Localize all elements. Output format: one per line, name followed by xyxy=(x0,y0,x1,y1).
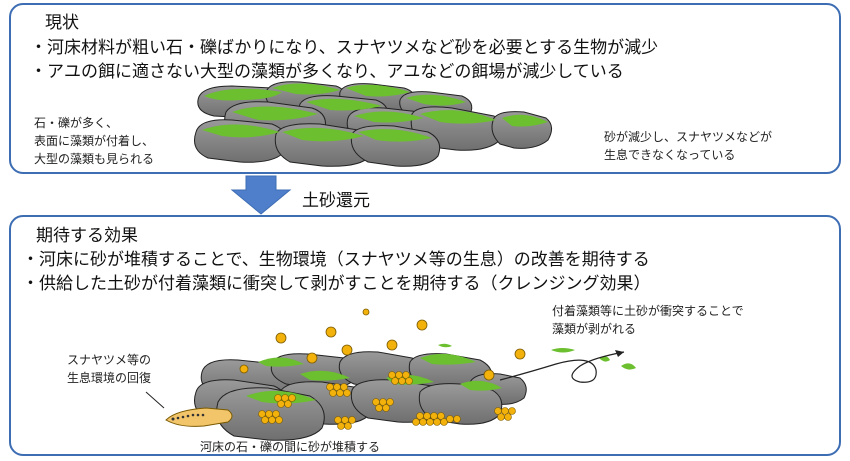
sand-decrease-note-line-1: 砂が減少し、スナヤツメなどが xyxy=(604,130,773,144)
arrow-label: 土砂還元 xyxy=(302,191,370,211)
top-algae xyxy=(202,83,548,142)
cleansing-note-line-1: 付着藻類等に土砂が衝突することで xyxy=(552,304,744,318)
down-arrow-icon xyxy=(230,175,292,215)
current-bullet-1: ・河床材料が粗い石・礫ばかりになり、スナヤツメなど砂を必要とする生物が減少 xyxy=(30,38,659,58)
current-state-heading: 現状 xyxy=(45,13,79,33)
effect-bullet-2: ・供給した土砂が付着藻類に衝突して剥がすことを期待する（クレンジング効果） xyxy=(22,274,651,294)
collision-arrowhead-icon xyxy=(615,350,624,357)
collision-arrow-icon xyxy=(499,351,625,383)
habitat-pointer-line xyxy=(145,391,165,409)
rocks-note-line-3: 大型の藻類も見られる xyxy=(34,152,155,166)
habitat-note-line-2: 生息環境の回復 xyxy=(67,371,152,385)
sand-deposit-note: 河床の石・礫の間に砂が堆積する xyxy=(200,440,381,454)
habitat-note-line-1: スナヤツメ等の xyxy=(67,353,152,367)
rocks-note-line-1: 石・礫が多く、 xyxy=(34,116,119,130)
rocks-note: 石・礫が多く、 表面に藻類が付着し、 大型の藻類も見られる xyxy=(34,114,154,168)
sand-deposits xyxy=(258,371,516,430)
cleansing-note-line-2: 藻類が剥がれる xyxy=(552,322,637,336)
cleansing-note: 付着藻類等に土砂が衝突することで 藻類が剥がれる xyxy=(552,302,744,338)
current-bullet-2: ・アユの餌に適さない大型の藻類が多くなり、アユなどの餌場が減少している xyxy=(30,62,624,82)
effect-bullet-1: ・河床に砂が堆積することで、生物環境（スナヤツメ等の生息）の改善を期待する xyxy=(22,250,650,270)
sand-particles xyxy=(239,308,526,381)
lamprey-icon xyxy=(165,407,233,427)
algae-flakes xyxy=(438,343,636,370)
habitat-recovery-note: スナヤツメ等の 生息環境の回復 xyxy=(67,351,151,387)
sand-decrease-note: 砂が減少し、スナヤツメなどが 生息できなくなっている xyxy=(604,128,772,164)
expected-effect-heading: 期待する効果 xyxy=(36,226,138,246)
rocks-note-line-2: 表面に藻類が付着し、 xyxy=(34,134,155,148)
sand-decrease-note-line-2: 生息できなくなっている xyxy=(604,148,736,162)
